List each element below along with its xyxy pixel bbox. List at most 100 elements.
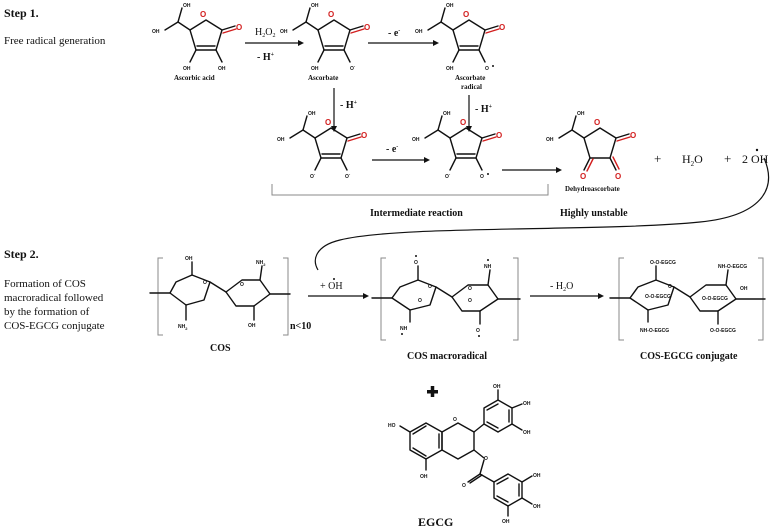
egcg-link-label: O-O-EGCG [650, 260, 676, 266]
hydroxyl-label: OH [446, 3, 454, 9]
cos-structure: OH NH2 NH2 OH O O [149, 256, 291, 336]
minus-h-label: - H+ [257, 52, 275, 63]
dianion-structure: O O OH OH O- O- [277, 111, 367, 180]
amine-label: NH [400, 326, 408, 332]
oxide-label: O- [310, 171, 316, 180]
ascorbate-structure: O O OH OH OH O- [280, 3, 370, 72]
ring-oxygen: O [468, 298, 472, 304]
water-label: H2O [682, 152, 703, 168]
ester-oxygen: O [484, 456, 488, 462]
carbonyl-oxygen: O [236, 23, 242, 32]
arrow-head [466, 126, 472, 132]
hydroxyl-label: OH [523, 401, 531, 407]
egcg-link-label: NH-O-EGCG [640, 328, 669, 334]
ring-oxygen: O [460, 118, 466, 127]
ascorbate-radical-structure: O O OH OH OH O [415, 3, 505, 72]
carbonyl-oxygen: O [364, 23, 370, 32]
hydroxyl-label: OH [740, 286, 748, 292]
hydroxyl-label: OH [533, 504, 541, 510]
plus-sign: + [724, 151, 731, 166]
curved-connector [314, 157, 769, 271]
step2-desc-4: COS-EGCG conjugate [4, 320, 105, 332]
radical-dot [415, 255, 417, 257]
hydroxyl-label: OH [493, 384, 501, 390]
intermediate-label: Intermediate reaction [370, 208, 463, 219]
ascorbate-label: Ascorbate [308, 74, 338, 82]
carbonyl-oxygen: O [630, 131, 636, 140]
hydroxyl-label: OH [443, 111, 451, 117]
hydroxyl-label: OH [523, 430, 531, 436]
hydroxyl-label: OH [152, 29, 160, 35]
ring-oxygen: O [668, 284, 672, 290]
radical-dot [487, 173, 489, 175]
amine-label: NH [484, 264, 492, 270]
n-label: n<10 [290, 321, 311, 332]
ring-oxygen: O [463, 10, 469, 19]
step1-title: Step 1. [4, 6, 39, 20]
hydroxyl-label: OH [415, 29, 423, 35]
minus-h-label-2: - H+ [340, 100, 358, 111]
ring-oxygen: O [468, 286, 472, 292]
egcg-link-label: O-O-EGCG [710, 328, 736, 334]
step1-subtitle: Free radical generation [4, 35, 106, 47]
oh-radical-label: + OH [320, 281, 343, 292]
cos-egcg-conjugate-structure: O-O-EGCG NH-O-EGCG NH-O-EGCG O-O-EGCG O-… [609, 257, 766, 341]
radical-dot [492, 65, 494, 67]
ascorbic-acid-label: Ascorbic acid [174, 74, 215, 82]
hydroxyl-label: OH [185, 256, 193, 262]
ring-oxygen: O [203, 280, 207, 286]
radical-anion-structure: O O OH OH O- O [412, 111, 502, 180]
carbonyl-oxygen: O [496, 131, 502, 140]
macroradical-label: COS macroradical [407, 351, 487, 362]
keto-oxygen: O [580, 172, 586, 181]
ring-oxygen: O [594, 118, 600, 127]
arrow-head [556, 167, 562, 173]
hydroxyl-label: OH [533, 473, 541, 479]
oxide-label: O- [445, 171, 451, 180]
oxygen-label: O [480, 174, 484, 180]
radical-oxygen: O [476, 328, 480, 334]
bracket-right [283, 257, 289, 336]
carbonyl-oxygen: O [499, 23, 505, 32]
ring-oxygen: O [325, 118, 331, 127]
egcg-link-label: O-O-EGCG [645, 294, 671, 300]
hydroxyl-label: OH [546, 137, 554, 143]
hydroxyl-label: OH [183, 3, 191, 9]
egcg-label: EGCG [418, 515, 453, 529]
oxide-label: O- [345, 171, 351, 180]
minus-h-label-3: - H+ [475, 104, 493, 115]
hydroxyl-radical-label: 2 OH [742, 152, 769, 166]
arrow-head [331, 126, 337, 132]
cos-macroradical-structure: O NH NH O O O O O [371, 255, 521, 341]
ring-oxygen: O [328, 10, 334, 19]
carbonyl-oxygen: O [361, 131, 367, 140]
oxygen-label: O [485, 66, 489, 72]
arrow-head [363, 293, 369, 299]
keto-oxygen: O [615, 172, 621, 181]
cos-label: COS [210, 343, 231, 354]
oxide-label: O- [350, 63, 356, 72]
arrow-head [598, 293, 604, 299]
hydroxyl-label: OH [311, 66, 319, 72]
ascorbic-acid-structure: O O OH OH OH OH [152, 3, 242, 72]
hydroxyl-label: OH [502, 519, 510, 525]
conjugate-label: COS-EGCG conjugate [640, 351, 738, 362]
radical-dot [478, 335, 480, 337]
ring-oxygen: O [200, 10, 206, 19]
plus-sign: + [654, 151, 661, 166]
radical-dot [333, 278, 335, 280]
egcg-link-label: NH-O-EGCG [718, 264, 747, 270]
minus-e-label: - e- [388, 28, 400, 39]
arrow-head [433, 40, 439, 46]
radical-dot [401, 333, 403, 335]
hydroxyl-label: OH [311, 3, 319, 9]
step2-desc-3: by the formation of [4, 306, 90, 318]
radical-dot [487, 259, 489, 261]
hydroxyl-label: OH [248, 323, 256, 329]
minus-e-label-2: - e- [386, 144, 398, 155]
bracket-left [380, 257, 386, 341]
dehydroascorbate-structure: O O OH OH O O [546, 111, 636, 181]
unstable-label: Highly unstable [560, 208, 628, 219]
